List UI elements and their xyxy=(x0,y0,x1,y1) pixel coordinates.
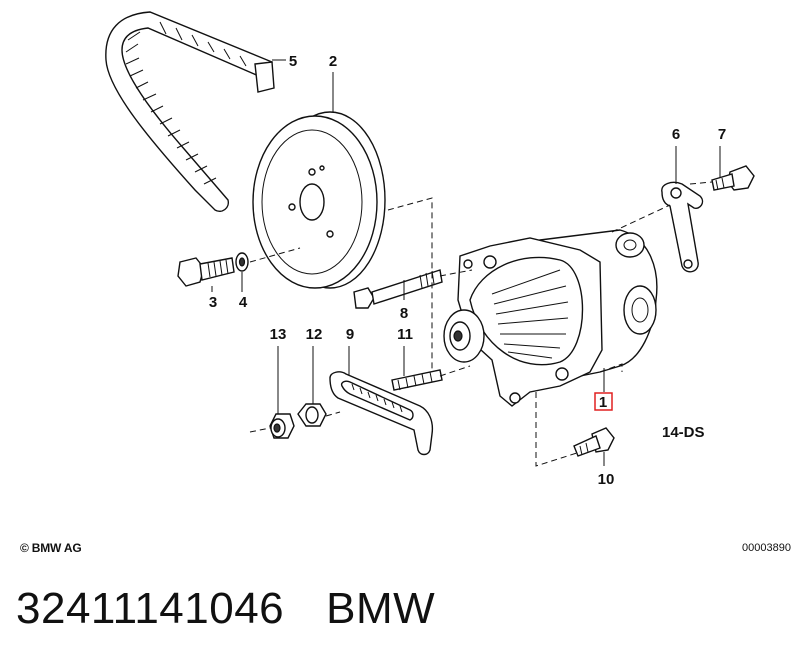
callout-2: 2 xyxy=(329,53,337,70)
bolt-3-washer-4 xyxy=(177,252,249,287)
callout-3: 3 xyxy=(209,294,217,311)
parts-diagram: 1 2 3 4 5 6 7 8 9 10 11 12 13 14-DS xyxy=(105,11,755,488)
callout-5: 5 xyxy=(289,53,297,70)
callout-11: 11 xyxy=(397,326,413,343)
copyright-label: © BMW AG xyxy=(20,541,82,555)
stud-11 xyxy=(391,369,443,391)
callout-7: 7 xyxy=(718,126,726,143)
assembly-lines xyxy=(249,181,713,467)
callout-10: 10 xyxy=(598,471,615,488)
part-number: 32411141046 xyxy=(16,584,285,633)
brand-name: BMW xyxy=(326,584,436,633)
callout-4: 4 xyxy=(239,294,248,311)
nut-13 xyxy=(269,413,295,439)
power-steering-pump xyxy=(443,229,658,407)
bolt-8 xyxy=(353,269,443,309)
callout-13: 13 xyxy=(270,326,287,343)
callout-9: 9 xyxy=(346,326,354,343)
callout-8: 8 xyxy=(400,305,408,322)
part-number-line: 32411141046 BMW xyxy=(16,584,435,634)
bolt-10 xyxy=(573,427,615,457)
bolt-7 xyxy=(711,165,755,191)
drawing-number: 00003890 xyxy=(742,542,791,554)
nut-12 xyxy=(297,403,327,427)
adjusting-bracket-9 xyxy=(329,371,434,456)
model-code: 14-DS xyxy=(662,424,705,441)
v-belt xyxy=(105,11,275,212)
callout-1: 1 xyxy=(599,394,607,411)
pulley xyxy=(252,111,386,289)
leader-lines xyxy=(211,59,721,466)
callout-6: 6 xyxy=(672,126,680,143)
bracket-6 xyxy=(661,181,704,273)
callout-12: 12 xyxy=(306,326,323,343)
highlight-box xyxy=(594,392,613,411)
